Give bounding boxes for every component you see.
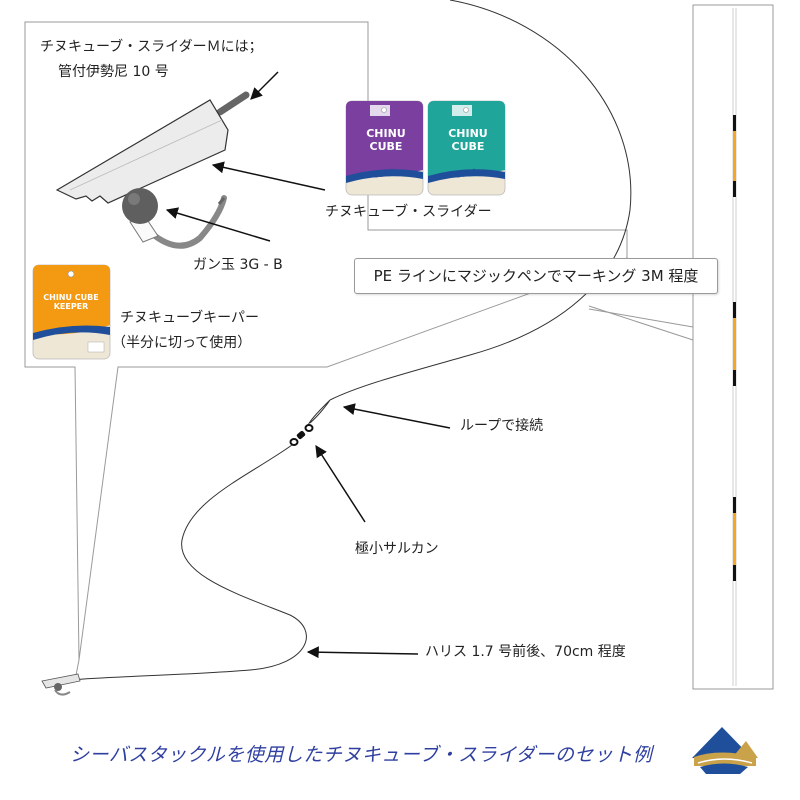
loop-label: ループで接続	[460, 418, 544, 434]
marker-panel	[692, 4, 774, 690]
slider-illustration	[55, 91, 250, 249]
keeper-package	[32, 264, 111, 360]
arrow-swivel	[315, 444, 366, 523]
small-rig-icon	[41, 673, 81, 696]
slider-right-brand: CHINU CUBE	[438, 127, 498, 153]
slider-left-brand-bottom: CUBE	[369, 139, 403, 153]
arrow-hook	[250, 71, 279, 100]
slider-package-purple	[345, 100, 424, 196]
slider-right-brand-top: CHINU	[448, 127, 488, 140]
wave-mountain-logo-icon	[692, 727, 758, 774]
footer-caption: シーバスタックルを使用したチヌキューブ・スライダーのセット例	[70, 744, 653, 766]
keeper-brand: CHINU CUBE KEEPER	[43, 293, 99, 311]
pe-marking-box: PE ラインにマジックペンでマーキング 3M 程度	[354, 258, 718, 294]
arrow-loop	[342, 403, 451, 429]
callout-title-line2: 管付伊勢尼 10 号	[58, 64, 169, 80]
arrow-slider	[211, 161, 326, 191]
callout-title-line1: チヌキューブ・スライダーＭには；	[40, 39, 263, 55]
harris-line	[69, 444, 307, 681]
harris-label: ハリス 1.7 号前後、70cm 程度	[425, 644, 626, 660]
swivel-icon	[289, 424, 314, 446]
slider-right-brand-bottom: CUBE	[451, 139, 485, 153]
slider-left-brand: CHINU CUBE	[356, 127, 416, 153]
loop-connection	[307, 399, 331, 426]
slider-label: チヌキューブ・スライダー	[325, 204, 492, 220]
arrow-harris	[306, 646, 419, 659]
slider-package-teal	[427, 100, 506, 196]
slider-left-brand-top: CHINU	[366, 127, 406, 140]
pe-connector-2	[588, 305, 694, 341]
pe-connector-1	[588, 308, 694, 328]
keeper-label-line1: チヌキューブキーパー	[120, 310, 260, 326]
arrow-weight	[165, 207, 271, 242]
swivel-label: 極小サルカン	[355, 541, 439, 557]
keeper-label-line2: （半分に切って使用）	[112, 335, 252, 351]
weight-label: ガン玉 3G - B	[193, 257, 283, 273]
